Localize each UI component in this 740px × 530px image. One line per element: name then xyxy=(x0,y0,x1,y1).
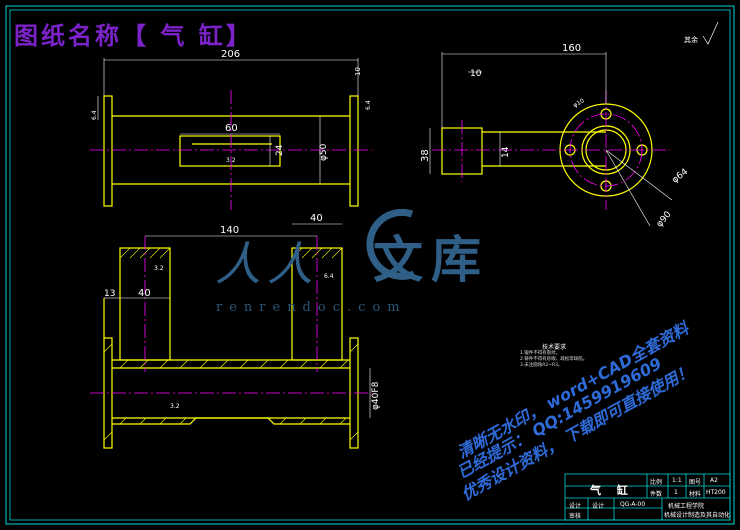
rough-section-c: 3.2 xyxy=(170,403,180,410)
requirement-item: 1.锻件不得有裂纹。 xyxy=(520,351,561,356)
rough-section-a: 3.2 xyxy=(154,265,164,272)
top-view-dimensions xyxy=(97,58,359,184)
dim-right-h: 38 xyxy=(420,149,431,162)
section-view xyxy=(103,247,359,449)
watermark-left: 人人 xyxy=(215,237,319,291)
dim-bottom-40b: 40 xyxy=(138,288,151,299)
tb-qty-label: 件数 xyxy=(650,491,663,498)
watermark-url: renrendoc.com xyxy=(216,300,407,315)
title-block xyxy=(564,473,731,521)
requirement-item: 2.铸件不得有砂眼、疏松等缺陷。 xyxy=(520,357,588,362)
dim-bottom-140: 140 xyxy=(220,225,239,236)
dim-top-overall: 206 xyxy=(221,49,240,60)
requirement-item: 3.未注圆角R2~R3。 xyxy=(520,363,563,368)
requirements-heading: 技术要求 xyxy=(542,344,567,351)
rough-top-left: 6.4 xyxy=(91,110,98,120)
tb-drawing-no: QG-A-00 xyxy=(620,501,646,508)
tb-school: 机械工程学院 xyxy=(668,503,705,510)
top-view-centerlines xyxy=(90,90,372,210)
section-hatch xyxy=(103,247,359,441)
tb-material-value: HT200 xyxy=(706,489,726,496)
dim-right-dia90: φ90 xyxy=(655,209,674,229)
dim-top-slot: 60 xyxy=(225,123,238,134)
tb-qty-value: 1 xyxy=(674,489,678,496)
tb-material-label: 材料 xyxy=(689,491,702,498)
tb-sheet-label: 图号 xyxy=(689,479,702,486)
outer-border xyxy=(5,5,735,525)
rough-top-slot: 3.2 xyxy=(226,157,236,164)
dim-right-width: 160 xyxy=(562,43,581,54)
tb-designer-label: 设计 xyxy=(569,503,582,510)
section-dimensions xyxy=(104,223,371,418)
roughness-symbol-icon xyxy=(702,21,719,45)
watermark-right: 文库 xyxy=(373,230,489,289)
dim-right-dia64: φ64 xyxy=(670,167,690,186)
drawing-title: 图纸名称【 气 缸】 xyxy=(14,22,253,50)
tb-class: 机械设计制造及其自动化 xyxy=(664,512,731,519)
dim-bottom-40a: 40 xyxy=(310,213,323,224)
inner-border xyxy=(9,9,731,521)
dim-top-dia: φ50 xyxy=(319,143,329,161)
dim-bottom-dia: φ40F8 xyxy=(371,381,381,410)
section-centerlines xyxy=(90,236,372,394)
dim-right-dia10: φ10 xyxy=(572,97,586,109)
rough-top-right: 6.4 xyxy=(365,100,372,110)
dim-top-slot-h: 24 xyxy=(275,144,285,156)
tb-scale-value: 1:1 xyxy=(672,477,682,484)
watermark-logo-icon xyxy=(366,208,416,280)
right-view-dimensions xyxy=(429,52,673,227)
dim-bottom-13: 13 xyxy=(104,289,115,299)
label-other-roughness: 其余 xyxy=(684,35,698,44)
tb-scale-label: 比例 xyxy=(650,479,663,486)
dim-top-small: 10 xyxy=(354,67,362,76)
title-block-part-name: 气 缸 xyxy=(590,484,634,497)
tb-designer-value: 设计 xyxy=(592,503,605,510)
rough-section-b: 6.4 xyxy=(324,273,334,280)
right-view-centerlines xyxy=(432,90,670,210)
dim-right-14: 14 xyxy=(501,146,511,158)
dim-right-small: 10 xyxy=(470,69,482,79)
technical-requirements: 技术要求 1.锻件不得有裂纹。 2.铸件不得有砂眼、疏松等缺陷。 3.未注圆角R… xyxy=(520,345,670,369)
tb-sheet-value: A2 xyxy=(710,477,718,484)
tb-checker-label: 审核 xyxy=(569,513,582,520)
